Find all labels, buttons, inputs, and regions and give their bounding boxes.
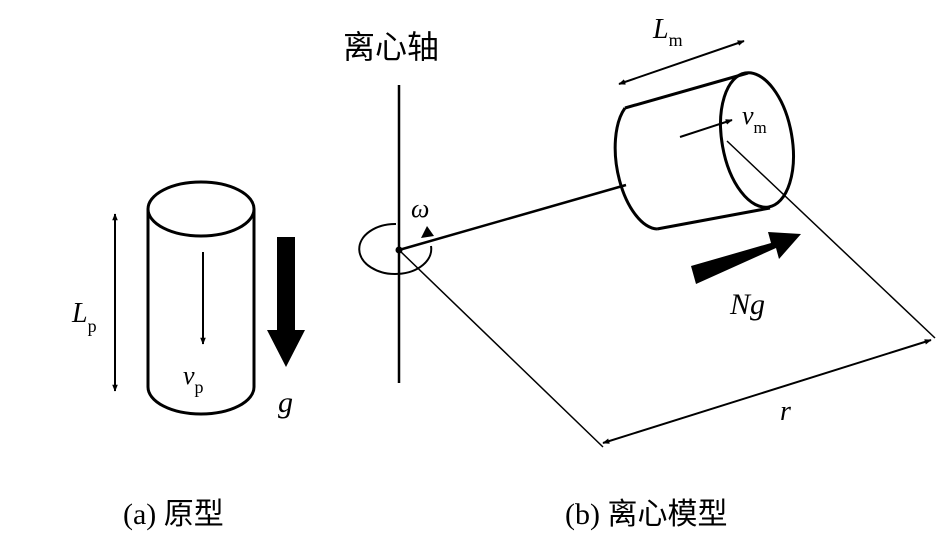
plane-far-edge (726, 140, 936, 339)
model-velocity-subscript: m (754, 118, 767, 137)
omega-label: ω (411, 194, 429, 223)
model-velocity-label: vm (742, 101, 767, 137)
centrifugal-accel-arrow (691, 232, 801, 284)
centrifuge-axis-label: 离心轴 (343, 29, 439, 65)
cylinder-far-end (719, 71, 795, 209)
model-length-subscript: m (669, 30, 683, 50)
centrifuge-caption: (b) 离心模型 (565, 498, 727, 531)
radius-arrow (602, 339, 932, 444)
prototype-length-label: Lp (71, 298, 97, 336)
model-length-symbol: L (652, 14, 669, 45)
prototype-velocity-subscript: p (195, 377, 204, 397)
rotation-arc (358, 222, 433, 275)
rotation-arrowhead (421, 226, 434, 238)
cylinder-bottom-arc (146, 386, 256, 416)
prototype-length-symbol: L (71, 298, 88, 329)
model-cylinder (613, 71, 795, 231)
model-length-label: Lm (652, 14, 683, 50)
radius-label: r (780, 396, 791, 427)
prototype-velocity-symbol: v (183, 361, 195, 390)
gravity-arrow (267, 237, 305, 367)
model-velocity-symbol: v (742, 101, 754, 130)
plane-near-edge (398, 249, 604, 448)
cylinder-near-arc (613, 107, 658, 231)
prototype-cylinder (146, 180, 256, 416)
centrifuge-arm-line (398, 183, 627, 252)
prototype-caption: (a) 原型 (123, 498, 224, 531)
centrifugal-accel-label: Ng (729, 288, 765, 321)
cylinder-top-ellipse (146, 180, 256, 238)
gravity-label: g (278, 386, 293, 419)
prototype-length-subscript: p (88, 316, 97, 336)
cylinder-bottom-edge (656, 206, 771, 231)
cylinder-top-edge (624, 71, 749, 110)
model-length-arrow (618, 40, 745, 85)
model-velocity-arrow (679, 119, 733, 138)
prototype-velocity-label: vp (183, 361, 204, 397)
